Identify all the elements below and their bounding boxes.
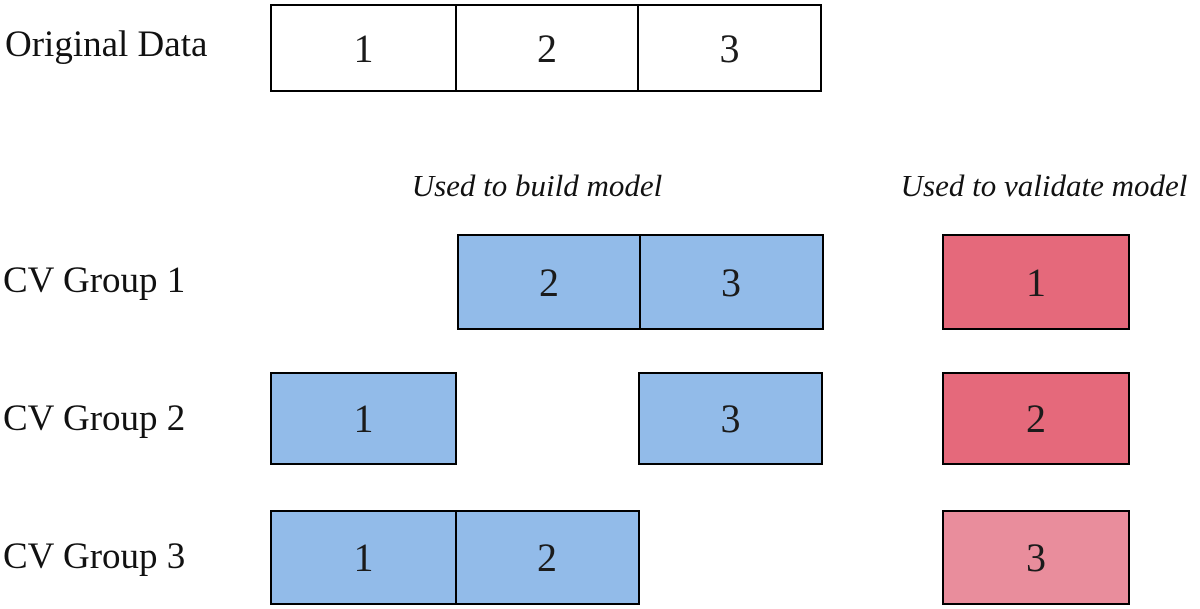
cv-group-1-train-bar: 2 3	[457, 234, 824, 330]
row-label-cv-group-1: CV Group 1	[3, 260, 186, 301]
header-used-to-validate-model: Used to validate model	[900, 168, 1188, 203]
row-label-original-data: Original Data	[5, 24, 208, 65]
cv-group-3-train-bar: 1 2	[270, 510, 640, 605]
original-data-cell-2: 2	[454, 4, 640, 92]
header-used-to-build-model: Used to build model	[411, 168, 663, 203]
cv-group-1-validate-cell-1: 1	[942, 234, 1130, 330]
row-label-cv-group-3: CV Group 3	[3, 536, 186, 577]
cv-group-1-train-cell-3: 3	[638, 234, 824, 330]
original-data-bar: 1 2 3	[270, 4, 822, 92]
cv-group-2-validate-cell-2: 2	[942, 372, 1130, 465]
cv-group-3-train-cell-1: 1	[270, 510, 457, 605]
row-label-cv-group-2: CV Group 2	[3, 398, 186, 439]
original-data-cell-1: 1	[270, 4, 457, 92]
cv-group-2-train-cell-1: 1	[270, 372, 457, 465]
cv-group-2-train-cell-3: 3	[638, 372, 823, 465]
cv-group-3-validate-cell-3: 3	[942, 510, 1130, 605]
cv-group-1-train-cell-2: 2	[457, 234, 641, 330]
original-data-cell-3: 3	[637, 4, 822, 92]
cv-group-3-train-cell-2: 2	[454, 510, 640, 605]
